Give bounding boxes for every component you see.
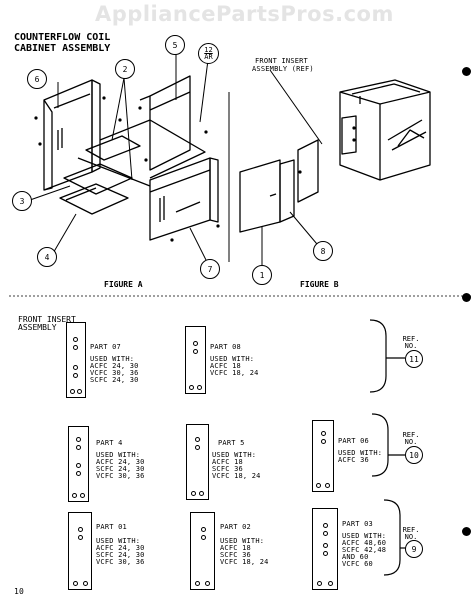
part-07-panel [66, 322, 86, 398]
part-4-model-3: VCFC 30, 36 [96, 472, 145, 480]
ref-no-label-1-line1: REF. [402, 335, 420, 343]
part-4-used-with: USED WITH: [96, 451, 141, 459]
front-insert-ref-label-line1: FRONT INSERT [255, 57, 308, 65]
part-03-panel [312, 508, 338, 590]
callout-8: 8 [313, 241, 333, 261]
part-07-model-3: SCFC 24, 30 [90, 376, 139, 384]
part-4-panel [68, 426, 89, 502]
callout-1: 1 [252, 265, 272, 285]
part-08-name: PART 08 [210, 343, 241, 351]
part-03-model-1: ACFC 48,60 [342, 539, 387, 547]
part-02-model-2: SCFC 36 [220, 551, 251, 559]
callout-7: 7 [200, 259, 220, 279]
part-06-name: PART 06 [338, 437, 369, 445]
callout-12-number: 12 [204, 45, 213, 54]
exploded-view-drawing [9, 54, 471, 297]
part-07-used-with: USED WITH: [90, 355, 135, 363]
part-07-name: PART 07 [90, 343, 121, 351]
part-5-panel [186, 424, 209, 500]
ref-no-label-3-line2: NO. [404, 533, 418, 541]
ref-no-label-3-line1: REF. [402, 526, 420, 534]
part-02-used-with: USED WITH: [220, 537, 265, 545]
ref-no-label-2-line2: NO. [404, 438, 418, 446]
part-01-used-with: USED WITH: [96, 537, 141, 545]
part-08-model-2: VCFC 18, 24 [210, 369, 259, 377]
part-06-model-1: ACFC 36 [338, 456, 369, 464]
callout-12-ar: 12 AR [198, 43, 219, 64]
part-5-used-with: USED WITH: [212, 451, 257, 459]
diagram-title-line2: CABINET ASSEMBLY [14, 43, 111, 54]
part-5-model-3: VCFC 18, 24 [212, 472, 261, 480]
part-4-model-1: ACFC 24, 30 [96, 458, 145, 466]
part-08-used-with: USED WITH: [210, 355, 255, 363]
callout-12-sub: AR [204, 52, 213, 61]
part-01-model-1: ACFC 24, 30 [96, 544, 145, 552]
callout-5: 5 [165, 35, 185, 55]
part-06-used-with: USED WITH: [338, 449, 383, 457]
ref-brackets [369, 319, 406, 576]
callout-2: 2 [115, 59, 135, 79]
part-03-name: PART 03 [342, 520, 373, 528]
watermark: AppliancePartsPros.com [95, 2, 394, 26]
part-06-panel [312, 420, 334, 492]
part-01-panel [68, 512, 92, 590]
callout-6: 6 [27, 69, 47, 89]
section-title-line1: FRONT INSERT [18, 315, 76, 324]
part-02-model-1: ACFC 18 [220, 544, 251, 552]
figure-b-label: FIGURE B [300, 280, 339, 289]
part-03-model-4: VCFC 60 [342, 560, 373, 568]
binder-hole-bottom [462, 527, 471, 536]
part-03-used-with: USED WITH: [342, 532, 387, 540]
part-07-model-1: ACFC 24, 30 [90, 362, 139, 370]
part-03-model-2: SCFC 42,48 [342, 546, 387, 554]
part-02-model-3: VCFC 18, 24 [220, 558, 269, 566]
ref-callout-11: 11 [405, 350, 423, 368]
callout-3: 3 [12, 191, 32, 211]
part-5-name: PART 5 [218, 439, 245, 447]
part-4-name: PART 4 [96, 439, 123, 447]
page-number: 10 [14, 587, 25, 596]
ref-no-label-1-line2: NO. [404, 342, 418, 350]
ref-callout-10: 10 [405, 446, 423, 464]
part-4-model-2: SCFC 24, 30 [96, 465, 145, 473]
part-08-panel [185, 326, 206, 394]
part-08-model-1: ACFC 18 [210, 362, 241, 370]
binder-hole-top [462, 67, 471, 76]
part-5-model-1: ACFC 18 [212, 458, 243, 466]
ref-no-label-2-line1: REF. [402, 431, 420, 439]
diagram-title-line1: COUNTERFLOW COIL [14, 32, 111, 43]
part-03-model-3: AND 60 [342, 553, 369, 561]
part-01-model-2: SCFC 24, 30 [96, 551, 145, 559]
binder-hole-middle [462, 293, 471, 302]
part-02-panel [190, 512, 215, 590]
figure-a-label: FIGURE A [104, 280, 143, 289]
front-insert-ref-label-line2: ASSEMBLY (REF) [252, 65, 314, 73]
callout-4: 4 [37, 247, 57, 267]
part-01-model-3: VCFC 30, 36 [96, 558, 145, 566]
ref-callout-9: 9 [405, 540, 423, 558]
part-07-model-2: VCFC 30, 36 [90, 369, 139, 377]
section-title-line2: ASSEMBLY [18, 323, 57, 332]
part-01-name: PART 01 [96, 523, 127, 531]
part-02-name: PART 02 [220, 523, 251, 531]
part-5-model-2: SCFC 36 [212, 465, 243, 473]
